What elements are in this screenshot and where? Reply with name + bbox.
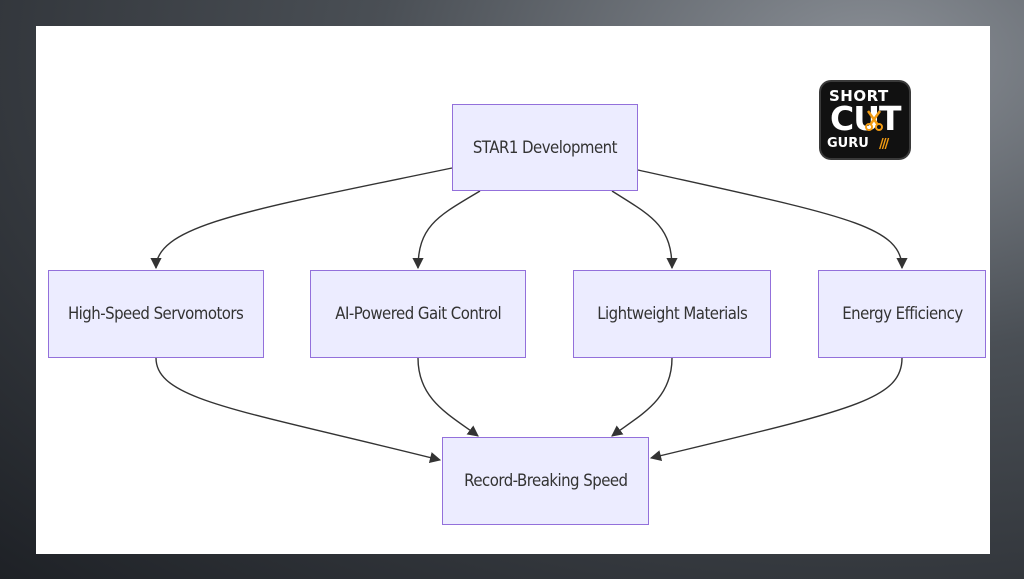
node-star1-development: STAR1 Development — [452, 104, 638, 191]
logo-slashes: /// — [879, 137, 889, 152]
node-label: High-Speed Servomotors — [68, 304, 244, 324]
node-label: Energy Efficiency — [841, 304, 963, 324]
node-label: AI-Powered Gait Control — [335, 304, 501, 324]
node-lightweight-materials: Lightweight Materials — [573, 270, 771, 358]
node-label: Record-Breaking Speed — [463, 471, 628, 491]
node-label: STAR1 Development — [472, 137, 618, 158]
node-record-breaking-speed: Record-Breaking Speed — [442, 437, 649, 525]
node-ai-powered-gait-control: AI-Powered Gait Control — [310, 270, 526, 358]
logo-text-guru: GURU — [827, 136, 869, 151]
node-energy-efficiency: Energy Efficiency — [818, 270, 986, 358]
shortcut-guru-logo: SHORT CUT GURU /// — [821, 82, 909, 158]
scissors-icon — [865, 110, 883, 131]
node-high-speed-servomotors: High-Speed Servomotors — [48, 270, 264, 358]
logo-text-cut: CUT — [830, 99, 902, 138]
logo-text-short: SHORT — [829, 87, 889, 105]
node-label: Lightweight Materials — [596, 304, 748, 324]
